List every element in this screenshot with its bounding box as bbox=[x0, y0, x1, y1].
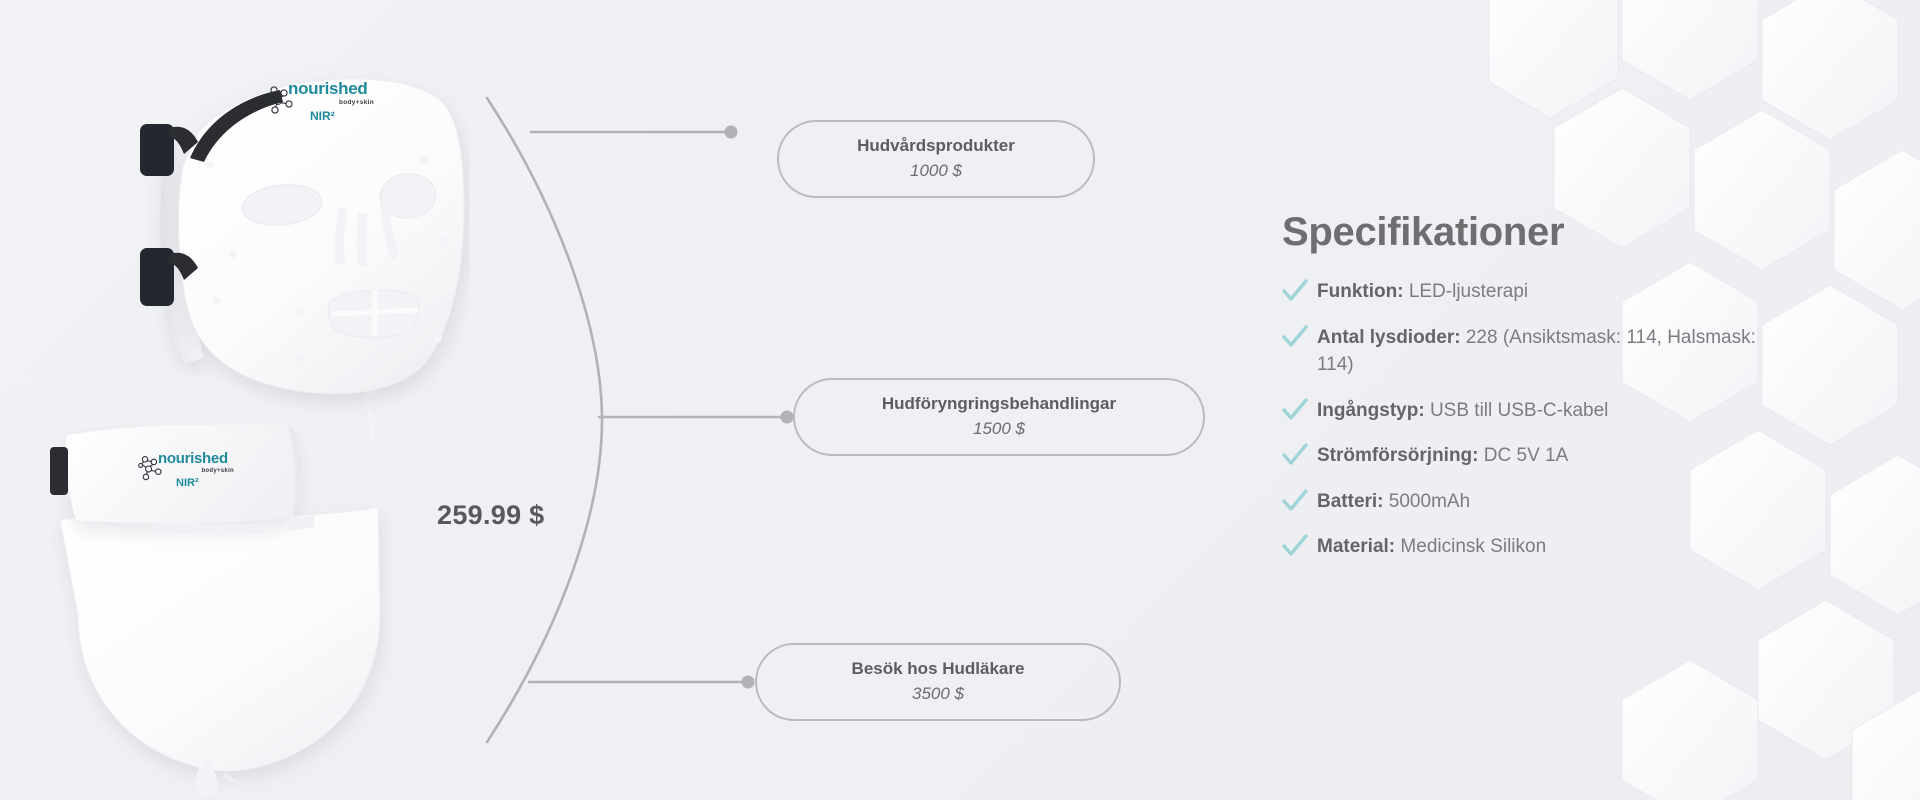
check-icon bbox=[1282, 534, 1308, 556]
comparison-pill-price: 1500 $ bbox=[973, 419, 1025, 439]
spec-text: Funktion: LED-ljusterapi bbox=[1317, 278, 1528, 306]
connector-dot-middle bbox=[780, 410, 794, 424]
specifications-heading: Specifikationer bbox=[1282, 210, 1565, 254]
spec-value: LED-ljusterapi bbox=[1408, 281, 1529, 302]
comparison-pill-title: Besök hos Hudläkare bbox=[851, 659, 1025, 679]
spec-value: 5000mAh bbox=[1388, 490, 1471, 512]
check-icon bbox=[1282, 324, 1308, 347]
connector-dot-bottom bbox=[741, 675, 755, 689]
spec-item-ingangstyp: Ingångstyp: USB till USB-C-kabel bbox=[1282, 397, 1802, 425]
logo-tagline: body+skin bbox=[201, 468, 234, 474]
comparison-pill-hudvardsprodukter[interactable]: Hudvårdsprodukter 1000 $ bbox=[777, 120, 1095, 198]
spec-text: Antal lysdioder: 228 (Ansiktsmask: 114, … bbox=[1317, 324, 1787, 379]
comparison-pill-price: 1000 $ bbox=[910, 161, 962, 181]
product-images: nourished body+skin NIR² bbox=[0, 0, 520, 800]
spec-item-funktion: Funktion: LED-ljusterapi bbox=[1282, 278, 1802, 306]
check-icon bbox=[1282, 397, 1308, 420]
logo-wordmark: nourished bbox=[288, 79, 368, 98]
spec-text: Strömförsörjning: DC 5V 1A bbox=[1317, 442, 1568, 470]
comparison-pill-hudforyngringsbehandlingar[interactable]: Hudföryngringsbehandlingar 1500 $ bbox=[793, 378, 1205, 456]
spec-value: Medicinsk Silikon bbox=[1400, 536, 1547, 558]
spec-item-batteri: Batteri: 5000mAh bbox=[1282, 488, 1802, 516]
check-icon bbox=[1282, 279, 1308, 301]
spec-text: Ingångstyp: USB till USB-C-kabel bbox=[1317, 397, 1608, 425]
spec-label: Antal lysdioder: bbox=[1317, 326, 1461, 348]
molecule-icon bbox=[138, 456, 162, 481]
brand-logo-neck-mask: nourished body+skin NIR² bbox=[138, 450, 278, 489]
spec-value: DC 5V 1A bbox=[1483, 445, 1569, 467]
logo-sub: NIR² bbox=[310, 109, 335, 123]
comparison-pill-title: Hudföryngringsbehandlingar bbox=[881, 394, 1117, 414]
spec-label: Funktion: bbox=[1317, 281, 1404, 302]
spec-item-antal-lysdioder: Antal lysdioder: 228 (Ansiktsmask: 114, … bbox=[1282, 324, 1802, 379]
check-icon bbox=[1282, 489, 1308, 511]
led-neck-mask-image: nourished body+skin NIR² bbox=[38, 422, 393, 800]
spec-label: Ingångstyp: bbox=[1317, 399, 1425, 421]
comparison-pill-price: 3500 $ bbox=[912, 684, 964, 704]
spec-value: 228 (Ansiktsmask: 114, Halsmask: 114) bbox=[1317, 326, 1756, 376]
spec-label: Batteri: bbox=[1317, 490, 1384, 512]
spec-value: USB till USB-C-kabel bbox=[1429, 399, 1609, 421]
spec-item-stromforsorjning: Strömförsörjning: DC 5V 1A bbox=[1282, 442, 1802, 470]
logo-wordmark: nourished bbox=[158, 450, 228, 467]
brand-logo-face-mask: nourished body+skin NIR² bbox=[266, 79, 428, 123]
check-icon bbox=[1282, 443, 1308, 465]
comparison-pill-besok-hos-hudlakare[interactable]: Besök hos Hudläkare 3500 $ bbox=[755, 643, 1121, 721]
product-price: 259.99 $ bbox=[437, 500, 545, 530]
logo-tagline: body+skin bbox=[338, 99, 374, 106]
comparison-pill-title: Hudvårdsprodukter bbox=[857, 136, 1015, 156]
spec-label: Material: bbox=[1317, 536, 1396, 558]
led-face-mask-image: nourished body+skin NIR² bbox=[120, 58, 470, 448]
specifications-panel: Specifikationer Funktion: LED-ljusterapi… bbox=[1282, 210, 1802, 579]
spec-text: Batteri: 5000mAh bbox=[1317, 488, 1470, 516]
spec-item-material: Material: Medicinsk Silikon bbox=[1282, 533, 1802, 561]
spec-label: Strömförsörjning: bbox=[1317, 445, 1479, 467]
connector-dot-top bbox=[724, 125, 738, 139]
spec-text: Material: Medicinsk Silikon bbox=[1317, 533, 1546, 561]
molecule-icon bbox=[266, 86, 293, 114]
logo-sub: NIR² bbox=[176, 477, 199, 489]
